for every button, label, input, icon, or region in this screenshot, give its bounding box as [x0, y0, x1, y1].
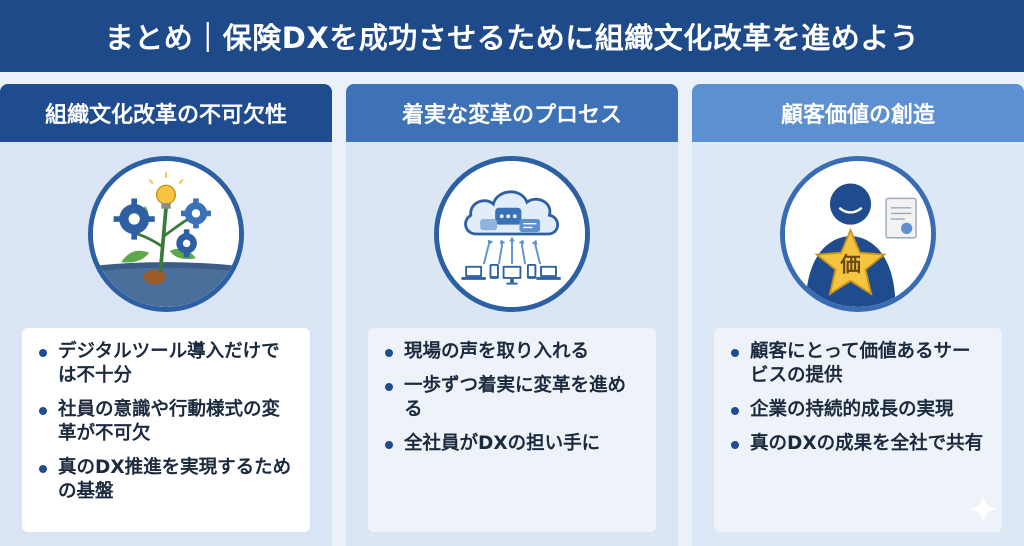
- cloud-devices-icon: [434, 156, 590, 312]
- list-item: 真のDXの成果を全社で共有: [728, 432, 988, 456]
- column-customer-value: 顧客価値の創造 価 顧客にとって価値あるサービスの提: [692, 84, 1024, 546]
- column-header-label: 着実な変革のプロセス: [401, 103, 622, 128]
- list-item: 顧客にとって価値あるサービスの提供: [728, 340, 988, 388]
- person-star-icon: 価: [780, 156, 936, 312]
- column-header: 顧客価値の創造: [692, 84, 1024, 142]
- column-culture-necessity: 組織文化改革の不可欠性: [0, 84, 332, 546]
- column-card: 現場の声を取り入れる 一歩ずつ着実に変革を進める 全社員がDXの担い手に: [368, 328, 656, 532]
- list-item: 全社員がDXの担い手に: [382, 432, 642, 456]
- star-label: 価: [839, 252, 861, 276]
- list-item: 社員の意識や行動様式の変革が不可欠: [36, 398, 296, 446]
- list-item: 一歩ずつ着実に変革を進める: [382, 374, 642, 422]
- column-header: 組織文化改革の不可欠性: [0, 84, 332, 142]
- page-title: まとめ｜保険DXを成功させるために組織文化改革を進めよう: [0, 0, 1024, 72]
- column-card: デジタルツール導入だけでは不十分 社員の意識や行動様式の変革が不可欠 真のDX推…: [22, 328, 310, 532]
- plant-gears-icon: [88, 156, 244, 312]
- summary-columns: 組織文化改革の不可欠性: [0, 84, 1024, 546]
- list-item: 真のDX推進を実現するための基盤: [36, 456, 296, 504]
- list-item: 現場の声を取り入れる: [382, 340, 642, 364]
- page-title-text: まとめ｜保険DXを成功させるために組織文化改革を進めよう: [104, 21, 920, 55]
- column-change-process: 着実な変革のプロセス: [346, 84, 678, 546]
- list-item: デジタルツール導入だけでは不十分: [36, 340, 296, 388]
- list-item: 企業の持続的成長の実現: [728, 398, 988, 422]
- column-header-label: 顧客価値の創造: [780, 103, 935, 128]
- column-header: 着実な変革のプロセス: [346, 84, 678, 142]
- column-card: 顧客にとって価値あるサービスの提供 企業の持続的成長の実現 真のDXの成果を全社…: [714, 328, 1002, 532]
- column-header-label: 組織文化改革の不可欠性: [44, 103, 287, 128]
- sparkle-icon: [968, 494, 998, 524]
